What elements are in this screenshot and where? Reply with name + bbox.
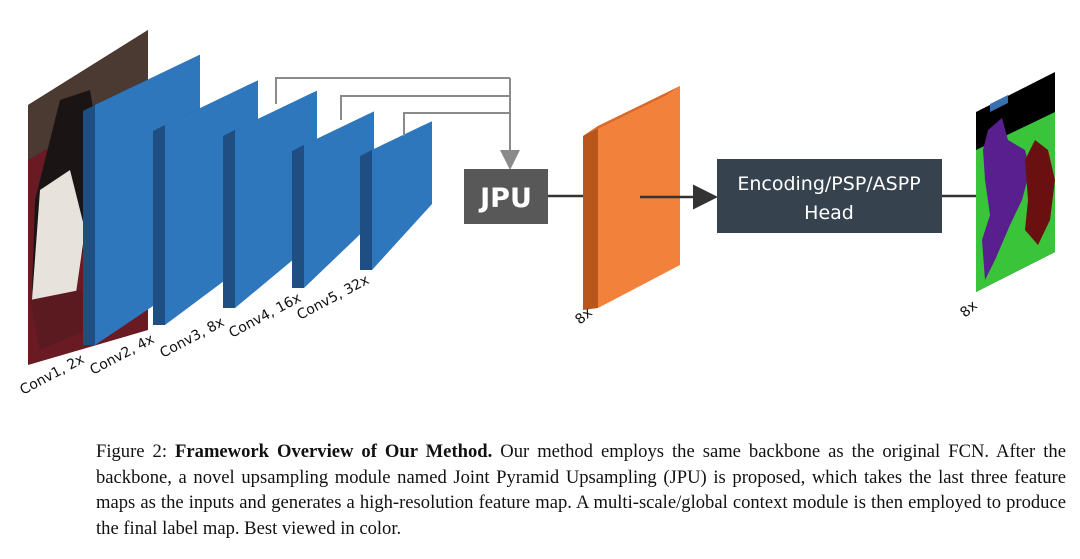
jpu-label: JPU bbox=[478, 183, 532, 214]
conv-block-label: Conv1, 2x bbox=[17, 351, 87, 398]
high-res-feature-map: 8x bbox=[572, 86, 680, 328]
caption-body: Our method employs the same backbone as … bbox=[96, 441, 1066, 539]
output-scale-label: 8x bbox=[957, 298, 980, 321]
conv3-connector bbox=[275, 77, 510, 104]
conv4-connector bbox=[340, 95, 510, 120]
head-label-line2: Head bbox=[804, 202, 854, 224]
jpu-module: JPU bbox=[464, 169, 548, 224]
head-label-line1: Encoding/PSP/ASPP bbox=[737, 173, 920, 195]
figure-number: Figure 2: bbox=[96, 441, 168, 462]
figure-caption: Figure 2: Framework Overview of Our Meth… bbox=[96, 439, 1066, 541]
output-label-map: 8x bbox=[957, 72, 1055, 321]
context-head-module: Encoding/PSP/ASPP Head bbox=[717, 159, 942, 233]
skip-connectors bbox=[275, 77, 520, 170]
caption-lead: Framework Overview of Our Method. bbox=[175, 441, 493, 462]
conv5-connector bbox=[403, 112, 510, 136]
